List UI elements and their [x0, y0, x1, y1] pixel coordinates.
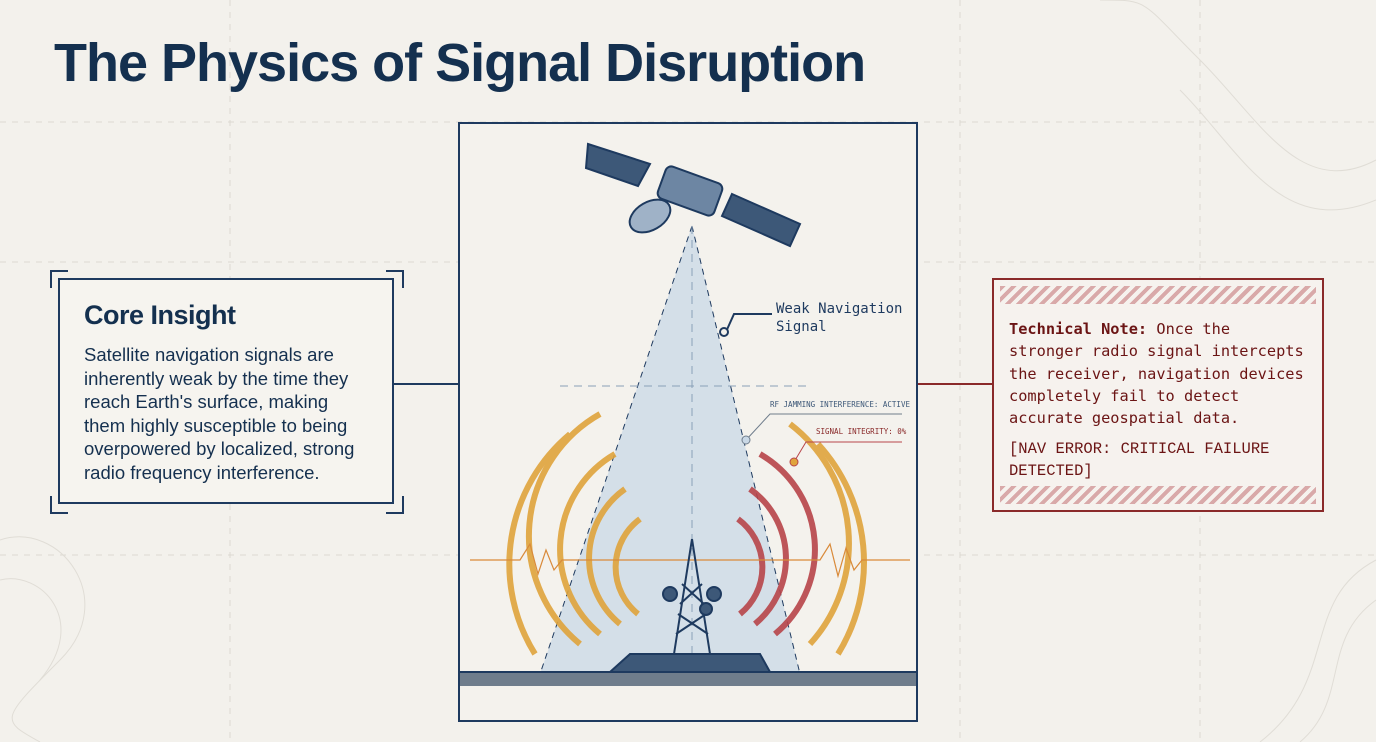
jamming-leader-line [745, 413, 902, 441]
corner-bracket [386, 496, 404, 514]
signal-beam [540, 226, 800, 674]
integrity-leader-line [793, 441, 902, 463]
hazard-stripe-top [1000, 286, 1316, 304]
core-insight-body: Satellite navigation signals are inheren… [84, 344, 355, 483]
nav-error-message: [NAV ERROR: CRITICAL FAILURE DETECTED] [1009, 440, 1270, 480]
jamming-waves-outer-right [788, 421, 867, 656]
weak-signal-label: Weak Navigation Signal [776, 301, 903, 335]
connector-left [394, 383, 458, 385]
technical-note-label: Technical Note: [1009, 320, 1148, 338]
technical-note-card: Technical Note: Once the stronger radio … [992, 278, 1324, 512]
core-insight-heading: Core Insight [84, 300, 236, 330]
diagram-illustration [460, 142, 916, 686]
jamming-waves-left [506, 411, 642, 656]
page-title: The Physics of Signal Disruption [54, 33, 866, 93]
satellite-icon [584, 142, 802, 248]
weak-signal-leader-line [724, 313, 772, 335]
jamming-status-label: RF JAMMING INTERFERENCE: ACTIVE [770, 400, 910, 409]
corner-bracket [50, 270, 68, 288]
technical-note-text: Technical Note: Once the stronger radio … [1009, 318, 1312, 429]
technical-note-body: Once the stronger radio signal intercept… [1009, 320, 1304, 428]
signal-integrity-label: SIGNAL INTEGRITY: 0% [816, 427, 907, 436]
hazard-stripe-bottom [1000, 486, 1316, 504]
corner-bracket [386, 270, 404, 288]
radio-tower-icon [607, 538, 772, 673]
connector-right [918, 383, 992, 385]
corner-bracket [50, 496, 68, 514]
signal-diagram: Weak Navigation Signal RF JAMMING INTERF… [458, 122, 918, 722]
interference-waveform [470, 542, 910, 579]
ground [460, 672, 916, 686]
jamming-waves-right [736, 451, 818, 637]
core-insight-card: Core Insight Satellite navigation signal… [58, 278, 394, 504]
